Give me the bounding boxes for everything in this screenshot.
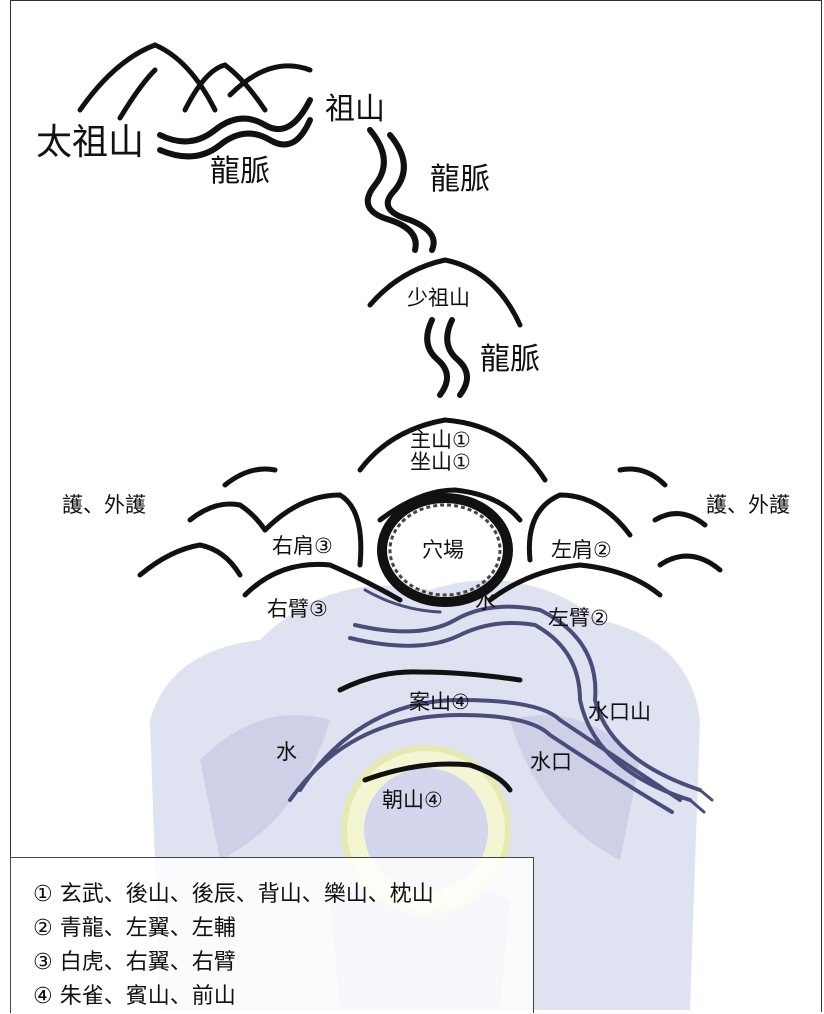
mountain-zu: [227, 63, 313, 98]
river: [288, 588, 714, 814]
dragon-vein-1: [157, 97, 313, 145]
mountain-zuo-jian: [526, 492, 633, 563]
mountain-chao: [362, 761, 513, 793]
mountain-hu-left-3: [137, 542, 243, 578]
label-zuo-bi: 左臂②: [548, 606, 609, 630]
legend-box: ① 玄武、後山、後辰、背山、樂山、枕山 ② 青龍、左翼、左輔 ③ 白虎、右翼、右…: [10, 857, 534, 1013]
label-you-bi: 右臂③: [267, 597, 328, 621]
label-long-mai-2: 龍脈: [430, 162, 490, 197]
label-shui-kou: 水口: [530, 750, 572, 774]
mountain-you-jian: [262, 492, 364, 568]
dragon-vein-3b: [444, 317, 470, 398]
label-zu-shan: 祖山: [325, 92, 385, 127]
mountain-zuo-bi: [487, 562, 663, 603]
watermark-petal-left: [200, 715, 330, 860]
label-hu-wai-hu-right: 護、外護: [706, 493, 790, 517]
mountain-hu-left-1: [222, 466, 278, 488]
label-long-mai-3: 龍脈: [480, 342, 540, 377]
dragon-vein-2: [364, 127, 419, 253]
mountain-hu-left-2: [187, 501, 268, 533]
label-shui-center: 水: [475, 589, 496, 613]
legend-row-3: ③ 白虎、右翼、右臂: [33, 950, 236, 975]
mountain-taizu-3: [182, 62, 268, 113]
mountain-you-bi: [242, 561, 403, 603]
mountain-hu-right-2: [652, 511, 708, 528]
label-long-mai-1: 龍脈: [210, 154, 270, 189]
mountain-hu-right-1: [617, 466, 668, 488]
label-chao-shan: 朝山④: [382, 788, 443, 812]
label-an-shan: 案山④: [409, 690, 470, 714]
label-zuo-jian: 左肩②: [551, 538, 612, 562]
label-you-jian: 右肩③: [272, 534, 333, 558]
label-shui-kou-shan: 水口山: [588, 700, 651, 724]
label-zhu-shan: 主山①: [410, 428, 471, 452]
legend-row-1: ① 玄武、後山、後辰、背山、樂山、枕山: [33, 882, 434, 907]
dragon-vein-2b: [384, 132, 437, 253]
label-hu-wai-hu-left: 護、外護: [62, 493, 146, 517]
mountain-shaozu: [367, 257, 523, 328]
legend-row-4: ④ 朱雀、賓山、前山: [33, 984, 236, 1009]
label-shao-zu-shan: 少祖山: [407, 286, 470, 310]
label-tai-zu-shan: 太祖山: [36, 122, 145, 163]
diagram-frame: [10, 0, 822, 1012]
label-xue-chang: 穴場: [422, 538, 464, 562]
legend-row-2: ② 青龍、左翼、左輔: [33, 916, 236, 941]
mountain-an: [337, 669, 523, 693]
mountain-zhu: [357, 417, 548, 483]
xue-chang-ring: [377, 493, 513, 607]
label-zuo-shan: 坐山①: [410, 450, 471, 474]
mountain-taizu-2: [117, 67, 158, 121]
mountain-hu-right-3: [657, 553, 723, 573]
mountain-inner-arc: [377, 487, 523, 523]
label-shui-left: 水: [276, 740, 297, 764]
mountain-taizu-1: [77, 42, 218, 113]
dragon-vein-3: [424, 317, 450, 398]
dragon-vein-1b: [157, 117, 313, 160]
